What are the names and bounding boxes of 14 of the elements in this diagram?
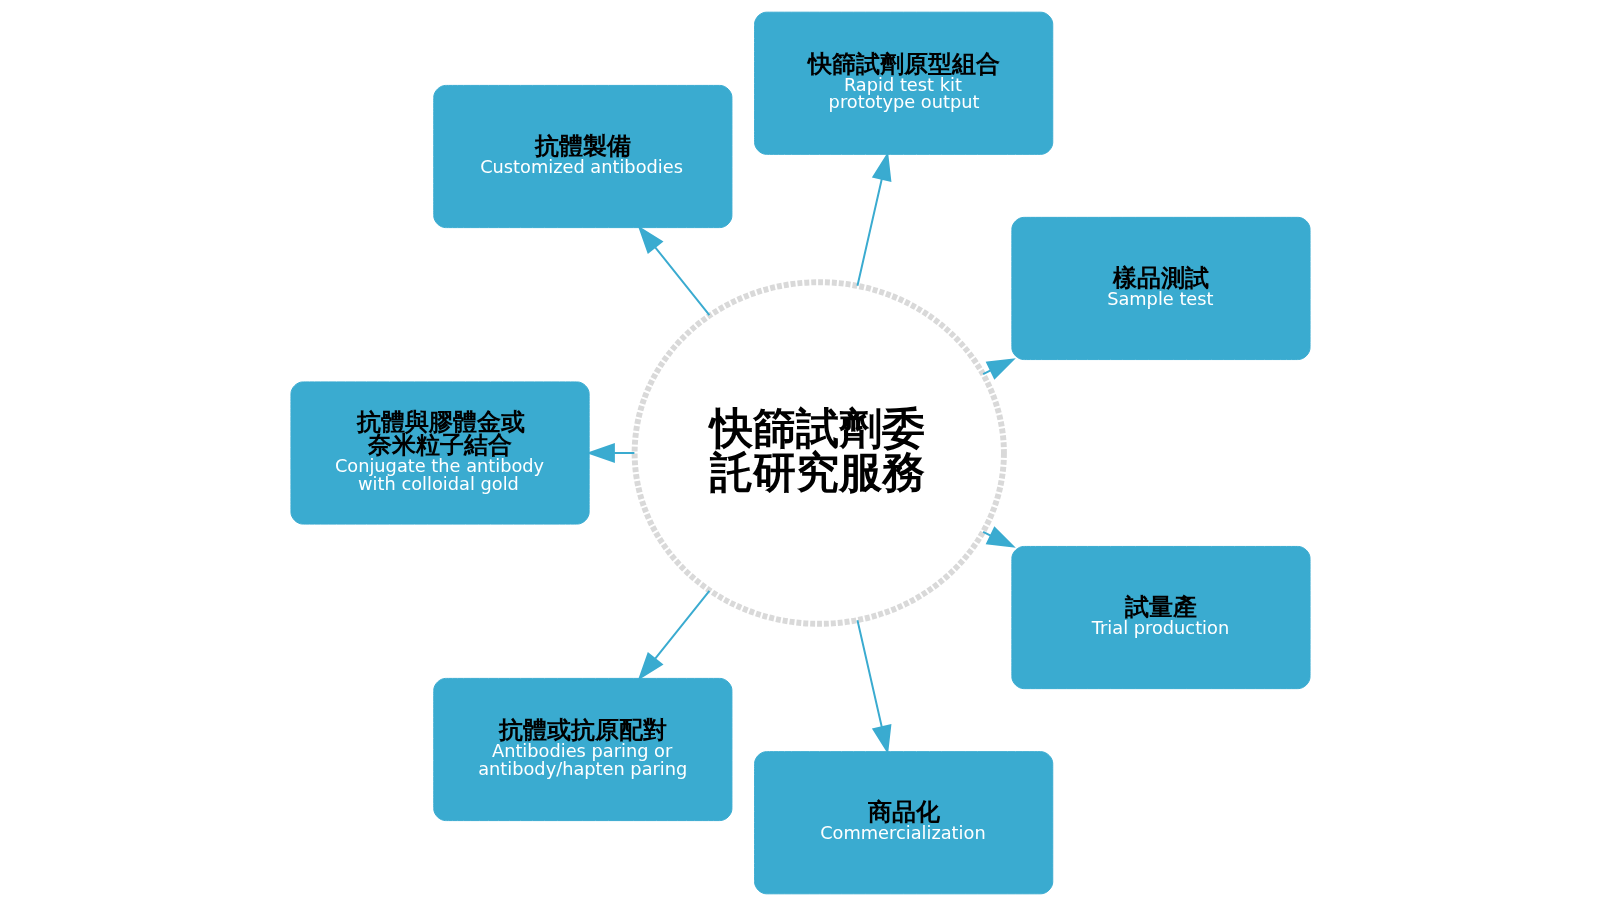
arrow [637, 225, 710, 317]
node-box: 快篩試劑原型組合 Rapid test kit prototype output [753, 11, 1053, 155]
node-box: 抗體製備 Customized antibodies [432, 84, 732, 229]
node-box: 樣品測試 Sample test [1010, 216, 1311, 361]
node-box: 商品化 Commercialization [753, 751, 1053, 895]
arrow [637, 589, 710, 681]
node-circle: 快篩試劑委託研究服務 [631, 279, 1007, 627]
node-box: 試量產 Trial production [1010, 545, 1311, 690]
arrow [855, 151, 891, 287]
arrow [981, 526, 1016, 548]
node-box: 抗體或抗原配對 Antibodies paring or antibody/hapten paring [432, 677, 732, 822]
arrow [855, 619, 891, 755]
arrow [981, 358, 1016, 380]
node-box: 抗體與膠體金或奈米粒子結合 Conjugate the antibody with colloidal gold [289, 381, 590, 525]
